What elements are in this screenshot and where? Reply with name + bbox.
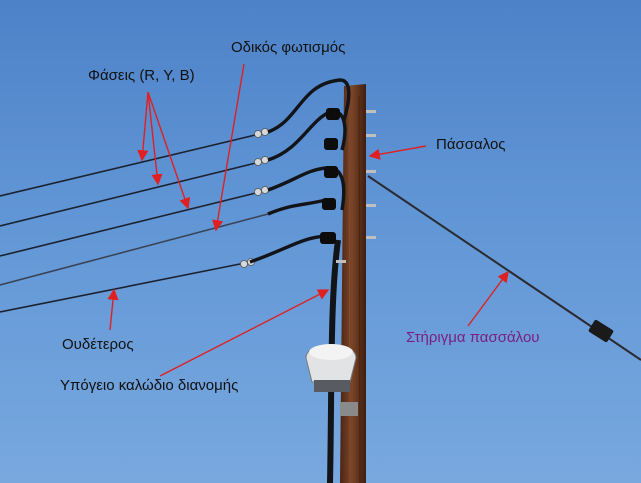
label-street-lighting: Οδικός φωτισμός bbox=[231, 39, 346, 56]
label-underground-cable: Υπόγειο καλώδιο διανομής bbox=[60, 377, 239, 394]
pole-bolts bbox=[336, 110, 376, 263]
arrow-neutral bbox=[107, 288, 119, 331]
arrow-phase-y bbox=[147, 91, 163, 186]
phase-wire-r bbox=[0, 131, 269, 197]
overhead-wires bbox=[0, 131, 269, 313]
pole-connectors bbox=[320, 108, 340, 244]
label-pole: Πάσσαλος bbox=[436, 136, 506, 153]
phase-wire-b bbox=[0, 189, 269, 257]
label-pole-stay: Στήριγμα πασσάλου bbox=[406, 329, 540, 346]
label-phases: Φάσεις (R, Y, B) bbox=[88, 67, 195, 84]
wire-insulators bbox=[240, 128, 269, 268]
annotation-arrows bbox=[107, 63, 509, 377]
street-lamp bbox=[305, 344, 358, 416]
phase-wire-y bbox=[0, 159, 269, 227]
lighting-wire bbox=[0, 213, 269, 286]
arrow-phase-b bbox=[147, 91, 191, 210]
pole-stay bbox=[367, 175, 641, 361]
arrow-pole-stay bbox=[467, 270, 509, 327]
arrow-street-lighting bbox=[212, 63, 245, 232]
arrow-pole bbox=[368, 145, 427, 160]
arrow-phase-r bbox=[137, 91, 149, 162]
neutral-wire bbox=[0, 261, 251, 313]
arrow-underground-cable bbox=[159, 289, 330, 377]
label-neutral: Ουδέτερος bbox=[62, 336, 134, 353]
